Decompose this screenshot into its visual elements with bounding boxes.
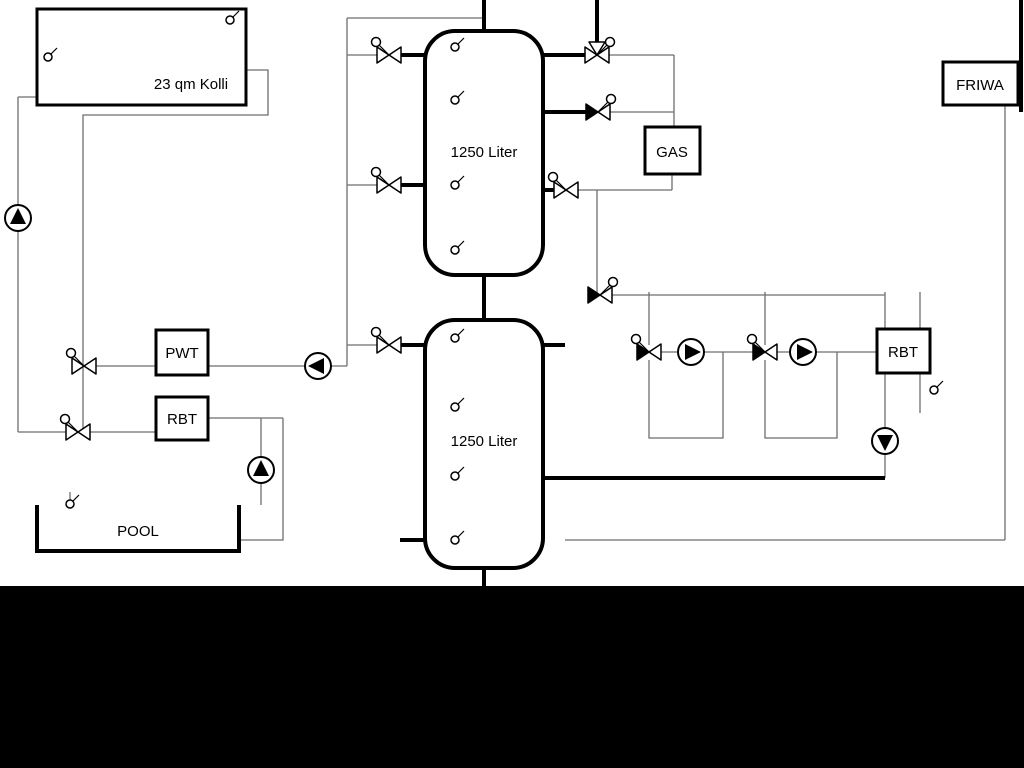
tank-bottom-label: 1250 Liter [451,433,518,450]
gas-boiler-body [643,125,702,176]
solar-collector-body [35,7,248,107]
top-three-way-valve-icon [584,41,610,64]
pool-sensor-icon [65,494,80,509]
friwa-body [941,60,1020,107]
tank-top-label: 1250 Liter [451,144,518,161]
rbt-left-label: RBT [167,411,197,428]
collector-label: 23 qm Kolli [154,76,228,93]
rbt-right-body [875,327,932,375]
friwa-station: FRIWA [941,60,1020,107]
solar-pump-icon [4,204,32,232]
letterbox [0,586,1024,768]
buffer-tank-bottom-body [423,318,545,570]
buffer-tank-bottom: 1250 Liter [423,318,545,570]
pool-pump-icon [247,456,275,484]
pool: POOL [35,494,241,553]
circuit2-pump-icon [789,338,817,366]
outdoor-sensor-icon [929,380,944,395]
buffer-tank-top-body [423,29,545,277]
pool-body [35,505,241,553]
rbt-left-body [154,395,210,442]
pool-label: POOL [117,523,159,540]
pwt-body [154,328,210,377]
pipe-network-thick [400,0,1023,586]
rbt-left-unit: RBT [154,395,210,442]
friwa-label: FRIWA [956,77,1004,94]
rbt-return-pump-icon [871,427,899,455]
buffer-tank-top: 1250 Liter [423,29,545,277]
solar-collector: 23 qm Kolli [35,7,248,107]
gas-label: GAS [656,144,688,161]
charge-pump-icon [304,352,332,380]
rbt-right-label: RBT [888,344,918,361]
circuit1-pump-icon [677,338,705,366]
hydraulic-schematic: 23 qm Kolli 1250 Liter 1250 Liter PWT RB [4,0,1023,586]
pwt-label: PWT [165,345,198,362]
rbt-right-unit: RBT [875,327,944,395]
pwt-heat-exchanger: PWT [154,328,210,377]
gas-boiler: GAS [643,125,702,176]
